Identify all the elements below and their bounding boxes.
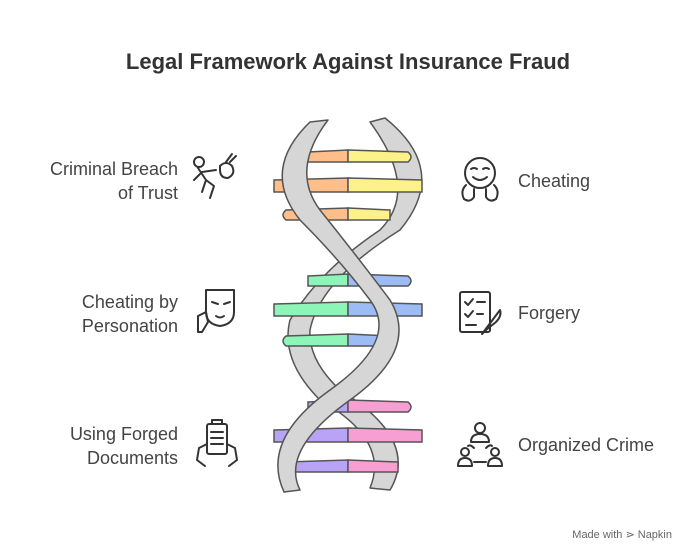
rung-row-1 <box>307 149 412 163</box>
rung-8-right <box>347 427 423 443</box>
rung-3-right <box>347 207 391 221</box>
label-organized-crime: Organized Crime <box>518 435 655 455</box>
rung-4-left <box>307 273 349 287</box>
rung-7-right <box>347 399 412 413</box>
document-hands-icon <box>196 419 238 467</box>
label-cheating-by-personation: Cheating by Personation <box>81 292 178 336</box>
mask-icon <box>197 289 235 333</box>
sly-face-icon <box>461 157 499 202</box>
label-criminal-breach-of-trust: Criminal Breach of Trust <box>49 159 178 203</box>
label-cheating: Cheating <box>518 171 591 191</box>
rung-1-right <box>347 149 412 163</box>
checklist-quill-icon <box>459 291 502 335</box>
label-forgery: Forgery <box>518 303 581 323</box>
rung-5-left <box>273 301 349 317</box>
rung-9-right <box>347 459 399 473</box>
rung-row-5 <box>273 301 423 317</box>
rung-6-left <box>282 333 349 347</box>
rung-1-left <box>307 149 349 163</box>
label-using-forged-documents: Using Forged Documents <box>69 424 178 468</box>
thief-running-icon <box>193 153 237 199</box>
network-people-icon <box>457 422 503 467</box>
helix-front-strand <box>277 119 400 493</box>
diagram-title: Legal Framework Against Insurance Fraud <box>125 49 571 74</box>
rung-row-9 <box>282 459 399 473</box>
footer-credit: Made with ⋗ Napkin <box>572 529 672 541</box>
rung-2-right <box>347 177 423 193</box>
dna-helix <box>273 117 423 493</box>
